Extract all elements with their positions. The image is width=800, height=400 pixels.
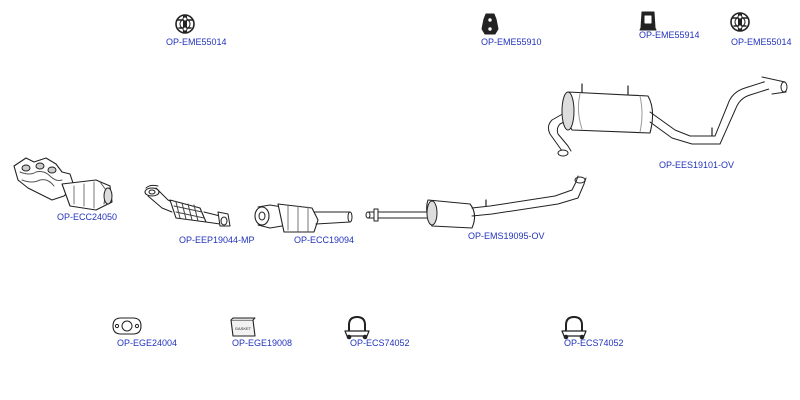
part-link-eep19044-mp[interactable]: OP-EEP19044-MP — [179, 235, 255, 245]
rubber-hanger-block-icon[interactable] — [639, 11, 657, 31]
part-link-ecs74052-1[interactable]: OP-ECS74052 — [350, 338, 410, 348]
part-link-ems19095-ov[interactable]: OP-EMS19095-OV — [468, 231, 545, 241]
part-link-eme55914[interactable]: OP-EME55914 — [639, 30, 700, 40]
part-link-eme55014-1[interactable]: OP-EME55014 — [166, 37, 227, 47]
part-link-ecc24050[interactable]: OP-ECC24050 — [57, 212, 118, 222]
part-link-eme55910[interactable]: OP-EME55910 — [481, 37, 542, 47]
gasket-sheet-text: GASKET — [235, 326, 252, 331]
gasket-sheet-icon[interactable]: GASKET — [230, 317, 256, 337]
rubber-hanger-round-icon[interactable] — [730, 12, 750, 32]
flange-gasket-icon[interactable] — [112, 317, 142, 335]
middle-silencer-icon[interactable] — [365, 175, 587, 229]
part-link-ege24004[interactable]: OP-EGE24004 — [117, 338, 178, 348]
rear-silencer-icon[interactable] — [547, 76, 788, 157]
part-link-ecs74052-2[interactable]: OP-ECS74052 — [564, 338, 624, 348]
catalytic-converter-icon[interactable] — [254, 203, 353, 233]
part-link-eme55014-2[interactable]: OP-EME55014 — [731, 37, 792, 47]
exhaust-clamp-icon[interactable] — [561, 316, 587, 340]
rubber-hanger-oval-icon[interactable] — [481, 13, 499, 35]
manifold-catalyst-icon[interactable] — [13, 157, 113, 211]
part-link-ees19101-ov[interactable]: OP-EES19101-OV — [659, 160, 735, 170]
part-link-ecc19094[interactable]: OP-ECC19094 — [294, 235, 355, 245]
rubber-hanger-round-icon[interactable] — [175, 14, 195, 34]
exhaust-clamp-icon[interactable] — [344, 316, 370, 340]
front-pipe-icon[interactable] — [144, 184, 231, 227]
part-link-ege19008[interactable]: OP-EGE19008 — [232, 338, 293, 348]
